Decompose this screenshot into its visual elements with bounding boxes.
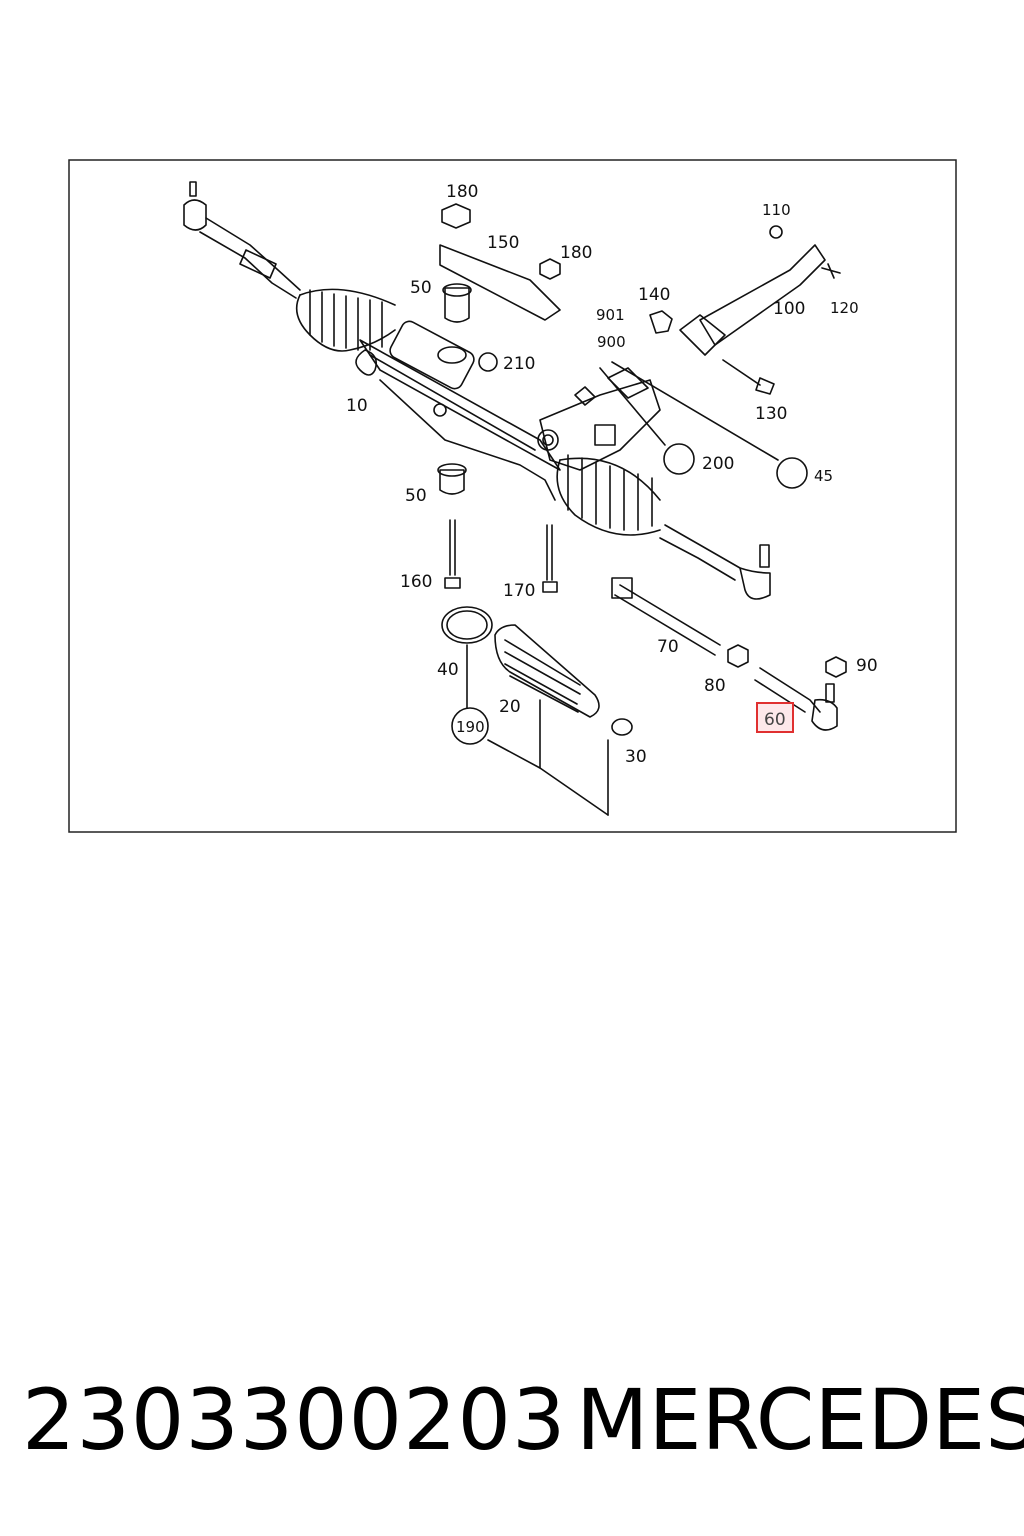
callout-110: 110 (762, 201, 791, 219)
parts-diagram: 180 150 180 110 120 100 140 50 901 900 2… (68, 159, 957, 833)
brand-name: MERCEDES (576, 1371, 1024, 1469)
callout-50-top: 50 (410, 278, 432, 298)
diagram-frame (68, 159, 957, 833)
callout-160: 160 (400, 572, 432, 592)
callout-901: 901 (596, 306, 625, 324)
callout-80: 80 (704, 676, 726, 696)
callout-200: 200 (702, 454, 734, 474)
steering-rack-drawing (183, 181, 847, 816)
callout-170: 170 (503, 581, 535, 601)
callout-900: 900 (597, 333, 626, 351)
callout-45: 45 (814, 467, 833, 485)
callout-180-top: 180 (446, 182, 478, 202)
callout-50-bottom: 50 (405, 486, 427, 506)
callout-210: 210 (503, 354, 535, 374)
callout-190: 190 (456, 718, 485, 736)
callout-70: 70 (657, 637, 679, 657)
highlight-box (756, 702, 794, 733)
callout-30: 30 (625, 747, 647, 767)
callout-100: 100 (773, 299, 805, 319)
callout-40: 40 (437, 660, 459, 680)
callout-10: 10 (346, 396, 368, 416)
callout-140: 140 (638, 285, 670, 305)
callout-120: 120 (830, 299, 859, 317)
part-number: 2303300203 (22, 1371, 567, 1469)
footer: 2303300203 MERCEDES (0, 1360, 1024, 1480)
callout-labels: 180 150 180 110 120 100 140 50 901 900 2… (346, 182, 878, 767)
callout-150: 150 (487, 233, 519, 253)
callout-20: 20 (499, 697, 521, 717)
callout-130: 130 (755, 404, 787, 424)
callout-60-highlighted[interactable]: 60 (764, 710, 786, 730)
callout-180-right: 180 (560, 243, 592, 263)
callout-90: 90 (856, 656, 878, 676)
